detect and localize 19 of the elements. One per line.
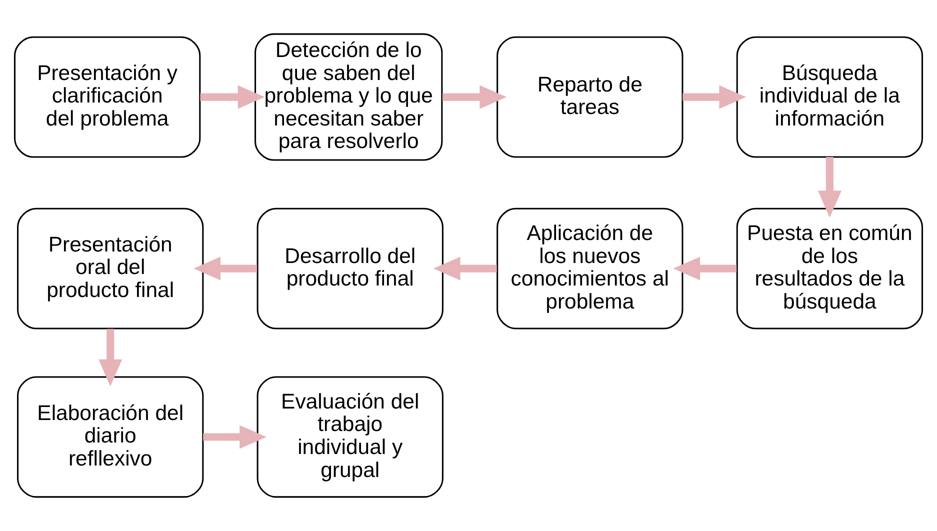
arrow: [818, 157, 842, 218]
arrow: [673, 256, 737, 280]
arrow: [442, 85, 507, 109]
node-box: Puesta en común de los resultados de la búsqueda: [736, 208, 924, 330]
node-box: Presentación oral del producto final: [17, 208, 204, 330]
node-box: Evaluación del trabajo individual y grupal: [256, 376, 444, 498]
node-box: Desarrollo del producto final: [256, 208, 444, 330]
arrow: [682, 85, 746, 109]
node-box: Presentación y clarificación del problema: [14, 36, 201, 158]
arrow: [194, 256, 258, 280]
arrow: [200, 85, 265, 109]
arrow: [203, 425, 267, 449]
node-box: Aplicación de los nuevos conocimientos al problema: [496, 208, 684, 330]
node-box: Detección de lo que saben del problema y lo que necesitan saber para resolverlo: [254, 33, 443, 161]
arrow: [98, 328, 122, 386]
arrow: [433, 256, 497, 280]
node-box: Elaboración del diario refllexivo: [17, 376, 204, 498]
node-box: Búsqueda individual de la información: [736, 36, 924, 158]
node-box: Reparto de tareas: [496, 36, 684, 158]
